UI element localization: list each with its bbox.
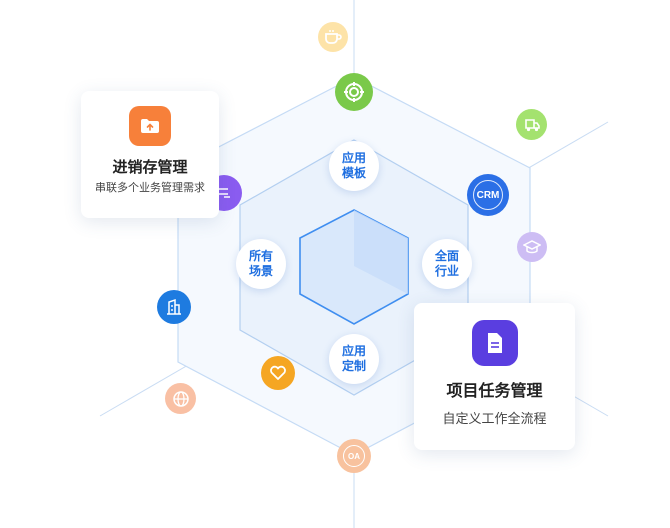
label-line: 定制: [341, 359, 366, 373]
building-node: [157, 290, 191, 324]
truck-node: [516, 109, 547, 140]
globe-node: [165, 383, 196, 414]
label-line: 应用: [341, 344, 366, 358]
oa-node: OA: [337, 439, 371, 473]
oa-icon: OA: [343, 445, 365, 467]
crm-label: CRM: [476, 189, 500, 201]
heart-icon: [270, 365, 286, 380]
inventory-card-subtitle: 串联多个业务管理需求: [95, 181, 205, 194]
heart-node: [261, 356, 295, 390]
building-icon: [167, 298, 181, 315]
document-icon: [487, 333, 502, 353]
label-line: 所有: [248, 249, 273, 263]
label-line: 全面: [434, 249, 459, 263]
project-card-subtitle: 自定义工作全流程: [442, 412, 547, 427]
oa-label: OA: [348, 451, 360, 461]
inventory-card-icon-box: [129, 106, 171, 146]
coffee-cup-icon: [325, 30, 342, 44]
inventory-card: 进销存管理 串联多个业务管理需求: [81, 91, 219, 218]
inner-hexagon-highlight: [354, 210, 408, 294]
truck-icon: [524, 118, 540, 131]
label-all-scenes: 所有 场景: [236, 239, 286, 289]
label-line: 模板: [341, 166, 366, 180]
label-line: 场景: [248, 264, 273, 278]
crm-node: CRM: [467, 174, 509, 216]
inventory-card-title: 进销存管理: [112, 158, 188, 176]
target-icon: [344, 82, 364, 102]
crm-icon: CRM: [473, 180, 503, 210]
project-card-title: 项目任务管理: [446, 381, 543, 400]
globe-icon: [172, 390, 189, 407]
label-app-template: 应用 模板: [329, 141, 379, 191]
project-card-icon-box: [471, 320, 518, 366]
target-node: [335, 73, 373, 111]
cup-node: [318, 22, 348, 52]
label-all-industries: 全面 行业: [422, 239, 472, 289]
graduation-node: [517, 232, 547, 262]
project-card: 项目任务管理 自定义工作全流程: [414, 303, 575, 450]
graduation-cap-icon: [523, 240, 541, 254]
folder-upload-icon: [141, 119, 159, 133]
label-line: 应用: [341, 151, 366, 165]
label-line: 行业: [434, 264, 459, 278]
label-app-customize: 应用 定制: [329, 334, 379, 384]
purple-app-icon: [218, 188, 230, 198]
